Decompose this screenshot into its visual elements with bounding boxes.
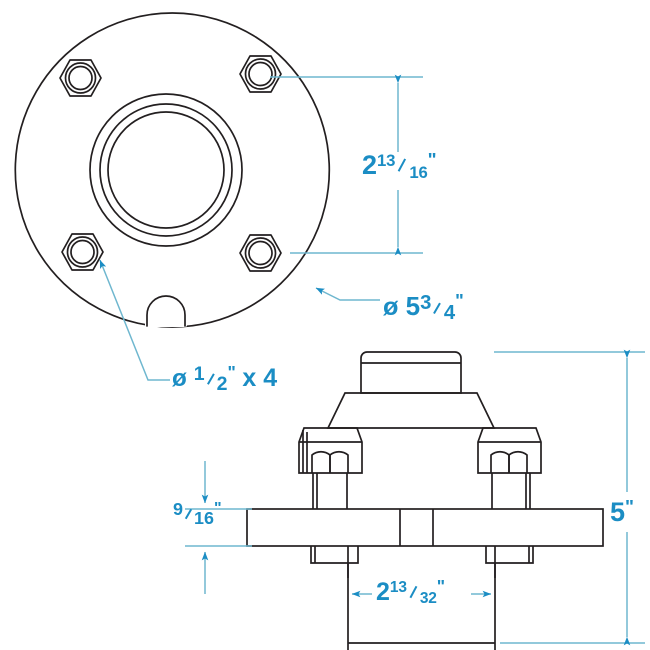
dim-unit: " [436, 576, 445, 597]
fraction-bar-icon [206, 373, 215, 386]
fraction-bar-icon [184, 508, 193, 520]
dim-denominator: 2 [216, 373, 228, 396]
dimension-label-bolt-circle: 213 16" [362, 149, 437, 182]
side-view-group [246, 351, 604, 650]
fraction-bar-icon [409, 585, 418, 598]
hub-bore-circle [107, 111, 225, 229]
dim-unit: " [427, 149, 437, 171]
bolt-nut-top-right [239, 55, 282, 93]
dim-whole: 2 [376, 578, 390, 606]
leader-flange-diameter [315, 287, 380, 301]
dim-numerator: 13 [377, 150, 396, 170]
side-flange-plate [246, 508, 604, 547]
dim-denominator: 4 [443, 302, 456, 325]
leader-bolt-holes [99, 259, 170, 381]
dimension-label-stem-width: 213 32" [376, 577, 445, 608]
bolt-nut-bottom-right [239, 234, 282, 272]
dim-whole: 5 [610, 497, 626, 527]
hub-middle-circle [99, 103, 233, 237]
diameter-symbol-icon: ø [383, 293, 399, 321]
side-top-cap [360, 351, 462, 394]
dim-multiplier: x 4 [242, 364, 278, 392]
bolt-nut-bottom-left [61, 233, 104, 271]
dimension-label-overall-height: 5" [610, 496, 634, 527]
diameter-symbol-icon: ø [172, 365, 187, 392]
dim-numerator: 1 [193, 363, 205, 386]
dim-unit: " [227, 362, 236, 383]
side-tapered-body [326, 392, 496, 429]
dim-denominator: 16 [194, 507, 214, 528]
dim-unit: " [455, 290, 464, 311]
dim-denominator: 16 [409, 162, 428, 182]
flange-outer-edge [14, 12, 331, 328]
hub-outer-circle [89, 93, 243, 247]
top-view-group [14, 12, 331, 328]
dimension-lines-group [99, 74, 645, 646]
dim-unit: " [213, 498, 222, 517]
side-nut-right [477, 427, 542, 509]
fraction-bar-icon [398, 158, 407, 172]
side-bolt-tails [310, 546, 534, 578]
dim-numerator: 3 [420, 291, 432, 314]
dim-numerator: 9 [173, 498, 183, 519]
dim-denominator: 32 [419, 590, 437, 608]
dim-whole: 5 [405, 291, 421, 321]
flange-notch-outline [146, 295, 186, 327]
fraction-bar-icon [433, 302, 442, 315]
side-nut-left [298, 427, 363, 509]
dim-numerator: 13 [389, 579, 407, 597]
dim-whole: 2 [362, 150, 378, 180]
bolt-nut-top-left [59, 59, 102, 97]
side-lower-stem [347, 546, 496, 650]
dim-unit: " [625, 496, 634, 518]
dimension-label-plate-thickness: 9 16" [173, 498, 222, 527]
